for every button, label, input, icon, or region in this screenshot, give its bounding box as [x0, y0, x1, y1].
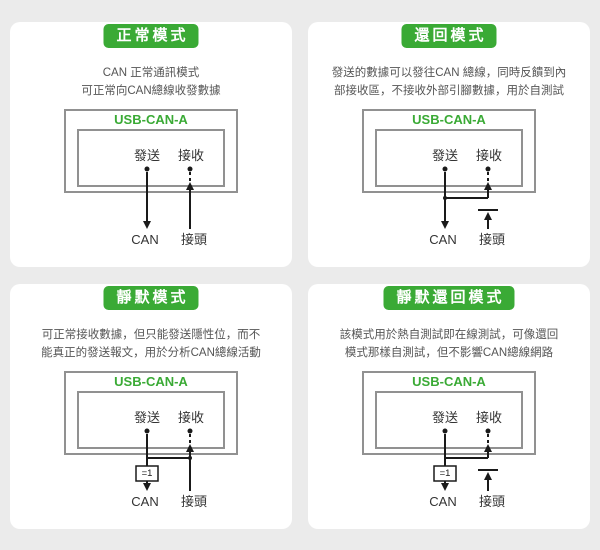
recessive-bit-label: =1 — [439, 468, 451, 479]
panel-silent-mode: 靜默模式 可正常接收數據，但只能發送隱性位，而不 能真正的發送報文，用於分析CA… — [10, 284, 292, 529]
connector-label-jietou: 接頭 — [478, 232, 506, 247]
rx-pin-dot — [485, 428, 491, 434]
tx-label: 發送 — [431, 148, 459, 163]
rx-up-arrow — [484, 444, 492, 452]
device-inner-box — [375, 129, 523, 187]
tx-down-arrow — [441, 483, 449, 491]
mode-description: 發送的數據可以發往CAN 總線，同時反饋到內 部接收區，不接收外部引腳數據，用於… — [308, 64, 590, 100]
tx-down-arrow — [143, 221, 151, 229]
panel-silent-loopback-mode: 靜默還回模式 該模式用於熱自測試即在線測試，可像還回 模式那樣自測試，但不影響C… — [308, 284, 590, 529]
rx-label: 接收 — [177, 148, 205, 163]
connector-label-jietou: 接頭 — [478, 494, 506, 509]
mode-title-badge: 還回模式 — [401, 24, 497, 48]
device-outer-box — [362, 371, 536, 455]
mode-description: 該模式用於熱自測試即在線測試，可像還回 模式那樣自測試，但不影響CAN總線網路 — [308, 326, 590, 362]
rx-label: 接收 — [475, 410, 503, 425]
panel-normal-mode: 正常模式 CAN 正常通訊模式 可正常向CAN總線收發數據 USB-CAN-A … — [10, 22, 292, 267]
panel-loopback-mode: 還回模式 發送的數據可以發往CAN 總線，同時反饋到內 部接收區，不接收外部引腳… — [308, 22, 590, 267]
connector-label-can: CAN — [131, 232, 159, 247]
rx-pin-dot — [187, 428, 193, 434]
description-line: 模式那樣自測試，但不影響CAN總線網路 — [344, 347, 554, 359]
device-inner-box — [77, 129, 225, 187]
rx-up-arrow — [484, 182, 492, 190]
mode-title: 正常模式 — [116, 27, 189, 44]
description-line: 可正常向CAN總線收發數據 — [81, 85, 221, 97]
circuit-diagram-svg — [64, 109, 238, 229]
device-inner-box — [77, 391, 225, 449]
mode-description: CAN 正常通訊模式 可正常向CAN總線收發數據 — [10, 64, 292, 100]
description-line: CAN 正常通訊模式 — [102, 67, 200, 79]
tx-pin-dot — [144, 428, 150, 434]
circuit-diagram-loopback: USB-CAN-A 發送 接收 CAN 接頭 — [308, 108, 590, 267]
circuit-diagram-svg — [64, 371, 238, 491]
tx-label: 發送 — [133, 410, 161, 425]
description-line: 發送的數據可以發往CAN 總線，同時反饋到內 — [331, 67, 567, 79]
connector-label-jietou: 接頭 — [180, 494, 208, 509]
rx-pin-dot — [485, 166, 491, 172]
device-outer-box — [64, 371, 238, 455]
rx-label: 接收 — [177, 410, 205, 425]
circuit-diagram-normal: USB-CAN-A 發送 接收 CAN 接頭 — [10, 108, 292, 267]
mode-title: 靜默模式 — [116, 289, 189, 306]
mode-title-badge: 正常模式 — [103, 24, 199, 48]
tx-pin-dot — [144, 166, 150, 172]
blocked-pin-up-arrow — [484, 212, 492, 220]
mode-title: 還回模式 — [414, 27, 487, 44]
connector-label-can: CAN — [429, 232, 457, 247]
blocked-pin-up-arrow — [484, 472, 492, 480]
mode-title-badge: 靜默模式 — [103, 286, 199, 310]
device-label: USB-CAN-A — [114, 374, 188, 389]
device-inner-box — [375, 391, 523, 449]
circuit-diagram-silent: USB-CAN-A 發送 接收 =1 CAN 接頭 — [10, 370, 292, 529]
tx-pin-dot — [442, 166, 448, 172]
tx-label: 發送 — [431, 410, 459, 425]
tx-label: 發送 — [133, 148, 161, 163]
description-line: 能真正的發送報文，用於分析CAN總線活動 — [41, 347, 261, 359]
mode-title-badge: 靜默還回模式 — [383, 286, 515, 310]
connector-label-can: CAN — [131, 494, 159, 509]
rx-label: 接收 — [475, 148, 503, 163]
device-outer-box — [64, 109, 238, 193]
mode-title: 靜默還回模式 — [396, 289, 505, 306]
recessive-bit-label: =1 — [141, 468, 153, 479]
rx-up-arrow — [186, 182, 194, 190]
rx-pin-dot — [187, 166, 193, 172]
description-line: 可正常接收數據，但只能發送隱性位，而不 — [41, 329, 261, 341]
description-line: 部接收區，不接收外部引腳數據，用於自測試 — [334, 85, 564, 97]
circuit-diagram-svg — [362, 371, 536, 491]
rx-up-arrow — [186, 444, 194, 452]
description-line: 該模式用於熱自測試即在線測試，可像還回 — [339, 329, 559, 341]
device-label: USB-CAN-A — [412, 374, 486, 389]
device-label: USB-CAN-A — [114, 112, 188, 127]
circuit-diagram-silent-loopback: USB-CAN-A 發送 接收 =1 CAN 接頭 — [308, 370, 590, 529]
mode-description: 可正常接收數據，但只能發送隱性位，而不 能真正的發送報文，用於分析CAN總線活動 — [10, 326, 292, 362]
device-label: USB-CAN-A — [412, 112, 486, 127]
connector-label-can: CAN — [429, 494, 457, 509]
tx-down-arrow — [441, 221, 449, 229]
circuit-diagram-svg — [362, 109, 536, 229]
tx-down-arrow — [143, 483, 151, 491]
junction-dot — [443, 196, 447, 200]
tx-pin-dot — [442, 428, 448, 434]
device-outer-box — [362, 109, 536, 193]
connector-label-jietou: 接頭 — [180, 232, 208, 247]
